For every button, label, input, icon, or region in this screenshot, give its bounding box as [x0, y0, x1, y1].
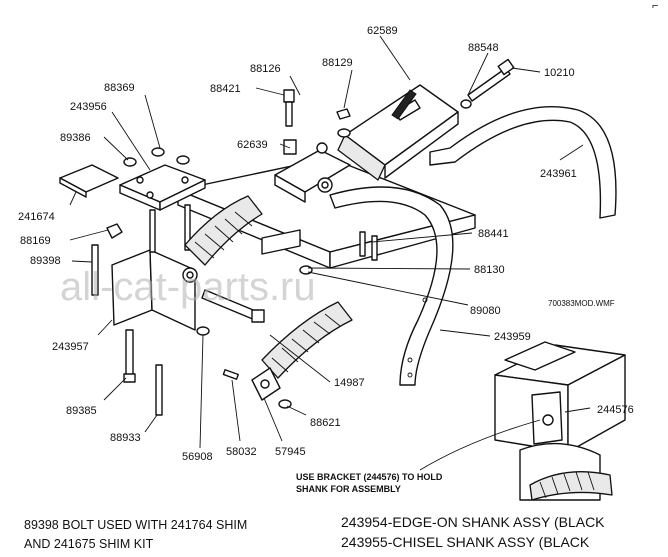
label-243961: 243961 [540, 168, 577, 180]
label-88129: 88129 [322, 57, 353, 69]
assembly-line2: 243955-CHISEL SHANK ASSY (BLACK [341, 534, 590, 550]
bracket-note-line2: SHANK FOR ASSEMBLY [296, 484, 401, 494]
nuts-88369 [123, 147, 190, 167]
bolt-88421 [283, 89, 295, 127]
nut-56908 [196, 326, 210, 336]
label-88130: 88130 [474, 264, 505, 276]
shank-243961 [429, 106, 617, 219]
bolt-10210 [467, 58, 515, 102]
label-88421: 88421 [210, 83, 241, 95]
vertical-bolts [149, 204, 191, 253]
part-number-labels: 62589 88548 10210 88126 88129 88421 8836… [18, 25, 634, 463]
label-243956: 243956 [70, 101, 107, 113]
label-62589: 62589 [367, 25, 398, 37]
leader-lines [69, 35, 591, 471]
label-10210: 10210 [544, 67, 575, 79]
label-89398: 89398 [30, 255, 61, 267]
assembly-line1: 243954-EDGE-ON SHANK ASSY (BLACK [341, 514, 605, 530]
label-88548: 88548 [468, 42, 499, 54]
shim-241674 [59, 164, 119, 198]
mount-plate-243957 [111, 249, 198, 331]
spring-rod [201, 289, 265, 323]
label-88441: 88441 [478, 228, 509, 240]
coil-insert [391, 89, 417, 120]
label-57945: 57945 [275, 446, 306, 458]
label-88621: 88621 [310, 417, 341, 429]
label-58032: 58032 [226, 446, 257, 458]
label-241674: 241674 [18, 211, 55, 223]
label-14987: 14987 [334, 377, 365, 389]
bolt-88933 [155, 364, 163, 416]
watermark: all-cat-parts.ru [60, 265, 316, 309]
clamp-bracket-62589 [337, 84, 459, 181]
bracket-note-line1: USE BRACKET (244576) TO HOLD [296, 472, 443, 482]
label-89080: 89080 [470, 305, 501, 317]
label-62639: 62639 [237, 139, 268, 151]
label-89386: 89386 [60, 132, 91, 144]
nut-88169 [106, 223, 123, 239]
label-88126: 88126 [250, 63, 281, 75]
corner-mark: ⌐ [652, 0, 658, 12]
clevis-57945 [251, 367, 281, 401]
label-244576: 244576 [597, 404, 634, 416]
bushing-bolt-88126 [283, 139, 297, 155]
shank-243959 [329, 186, 454, 386]
pin-58032 [222, 369, 239, 380]
mount-plate-243956 [119, 164, 206, 211]
footnote-line2: AND 241675 SHIM KIT [24, 537, 154, 551]
label-88369: 88369 [104, 82, 135, 94]
label-89385: 89385 [66, 405, 97, 417]
nut-88129 [336, 108, 351, 138]
label-56908: 56908 [182, 451, 213, 463]
label-88169: 88169 [20, 235, 51, 247]
label-88933: 88933 [110, 432, 141, 444]
label-243959: 243959 [494, 331, 531, 343]
spring-upper [184, 195, 263, 266]
pivot-bracket-62639 [274, 142, 351, 203]
inset-bracket-244576 [494, 341, 626, 501]
washer-88548 [460, 99, 472, 109]
file-label: 700383MOD.WMF [548, 299, 615, 308]
footnote-line1: 89398 BOLT USED WITH 241764 SHIM [24, 518, 247, 532]
spring-lower [261, 301, 353, 379]
bolt-89385 [123, 329, 136, 383]
frame-tube [177, 157, 476, 269]
label-243957: 243957 [52, 341, 89, 353]
bolt-89398 [91, 244, 99, 296]
